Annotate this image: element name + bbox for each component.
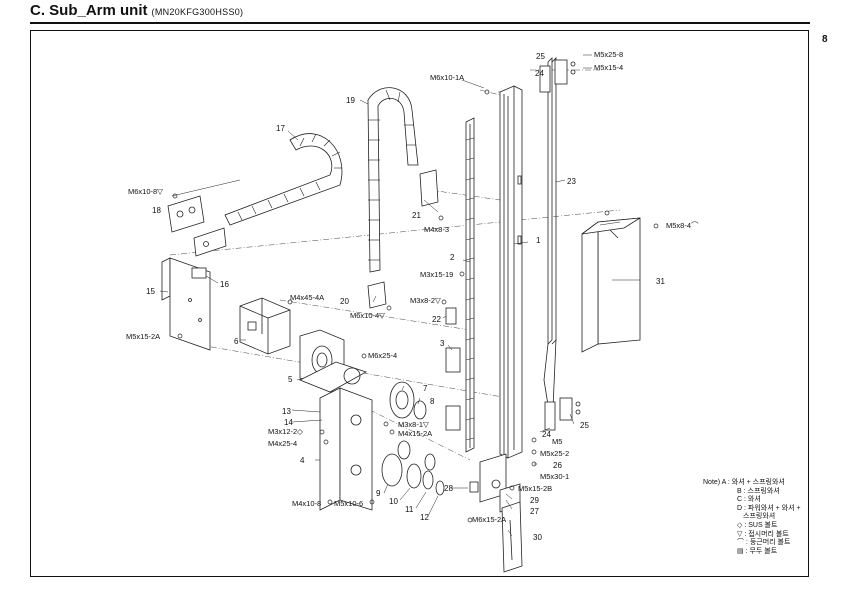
part-label-24-bottom: 24 bbox=[542, 430, 551, 439]
model-number: (MN20KFG300HSS0) bbox=[151, 7, 244, 17]
timing-belt bbox=[543, 57, 557, 431]
part-label-4: 4 bbox=[300, 456, 305, 465]
bolt-label-m5x30-1: M5x30-1 bbox=[540, 472, 569, 481]
bolt-label-m5x15-4: M5x15-4 bbox=[594, 63, 623, 72]
chain-link-bracket bbox=[193, 227, 227, 257]
main-arm-beam bbox=[499, 85, 523, 459]
part-label-20: 20 bbox=[340, 297, 349, 306]
part-label-28: 28 bbox=[444, 484, 453, 493]
note-line-d: D : 파워와셔 + 와셔 + bbox=[737, 504, 801, 512]
bolt-label-m3x12-2: M3x12-2◇ bbox=[268, 427, 303, 436]
part-label-5: 5 bbox=[288, 375, 293, 384]
note-line-c: C : 와셔 bbox=[737, 496, 761, 504]
part-label-21: 21 bbox=[412, 211, 421, 220]
part-label-31: 31 bbox=[656, 277, 665, 286]
bottom-belt-clamp bbox=[544, 397, 581, 431]
note-round-head-bolt: ⌒ : 둥근머리 볼트 bbox=[737, 539, 791, 547]
part-label-3: 3 bbox=[440, 339, 445, 348]
part-label-14: 14 bbox=[284, 418, 293, 427]
part-label-10: 10 bbox=[389, 497, 398, 506]
part-label-11: 11 bbox=[405, 505, 414, 514]
note-line-d2: 스프링와셔 bbox=[743, 513, 776, 521]
part-label-7: 7 bbox=[423, 384, 428, 393]
bolt-label-m4x15-2a: M4x15-2A bbox=[398, 429, 432, 438]
part-label-25-top: 25 bbox=[536, 52, 545, 61]
part-label-27: 27 bbox=[530, 507, 539, 516]
pulley bbox=[389, 381, 427, 420]
bolt-label-m6x10-1a: M6x10-1A bbox=[430, 73, 464, 82]
part-label-1: 1 bbox=[536, 236, 541, 245]
note-sus-bolt: ◇ : SUS 볼트 bbox=[737, 521, 778, 529]
end-effector bbox=[479, 453, 523, 573]
bolt-label-m5x10-6: M5x10-6 bbox=[334, 499, 363, 508]
bolt-label-m5x25-8: M5x25-8 bbox=[594, 50, 623, 59]
bolt-label-m6x25-4: M6x25-4 bbox=[368, 351, 397, 360]
base-plate bbox=[299, 361, 373, 511]
part-label-6: 6 bbox=[234, 337, 239, 346]
part-label-13: 13 bbox=[282, 407, 291, 416]
part-label-17: 17 bbox=[276, 124, 285, 133]
part-label-15: 15 bbox=[146, 287, 155, 296]
chain-end-bracket-18 bbox=[167, 195, 205, 233]
lm-rail bbox=[465, 117, 475, 453]
part-label-25-bottom: 25 bbox=[580, 421, 589, 430]
bracket-22 bbox=[445, 307, 457, 325]
part-label-18: 18 bbox=[152, 206, 161, 215]
part-label-19: 19 bbox=[346, 96, 355, 105]
part-label-2: 2 bbox=[450, 253, 455, 262]
bolt-label-m5x25-2: M5x25-2 bbox=[540, 449, 569, 458]
bolt-label-m6x10-8: M6x10-8▽ bbox=[128, 187, 163, 196]
part-label-26: 26 bbox=[553, 461, 562, 470]
part-label-9: 9 bbox=[376, 489, 381, 498]
bolt-label-m5x15-2a: M5x15-2A bbox=[126, 332, 160, 341]
part-label-16: 16 bbox=[220, 280, 229, 289]
bolt-label-m4x10-8: M4x10-8 bbox=[292, 499, 321, 508]
cable-chain-right bbox=[367, 87, 419, 273]
part-label-30: 30 bbox=[533, 533, 542, 542]
part-label-29: 29 bbox=[530, 496, 539, 505]
section-title: C. Sub_Arm unit bbox=[30, 2, 148, 19]
part-label-22: 22 bbox=[432, 315, 441, 324]
drawing-frame bbox=[30, 30, 809, 577]
leader-lines bbox=[159, 54, 640, 537]
note-line-b: B : 스프링와셔 bbox=[737, 487, 780, 495]
bolt-label-m5: M5 bbox=[552, 437, 562, 446]
legend-notes: Note) A : 와셔 + 스프링와셔 B : 스프링와셔 C : 와셔 D … bbox=[703, 479, 801, 556]
part-number-labels: 1 2 3 4 5 6 7 8 9 10 11 12 13 14 15 16 1… bbox=[146, 52, 665, 542]
bolt-marks bbox=[172, 89, 659, 523]
bolt-label-m6x15-2a: M6x15-2A bbox=[472, 515, 506, 524]
spacer-28 bbox=[469, 481, 479, 493]
bracket-21 bbox=[419, 169, 439, 207]
bolt-label-m4x45-4a: M4x45-4A bbox=[290, 293, 324, 302]
part-label-8: 8 bbox=[430, 397, 435, 406]
page-number: 8 bbox=[822, 34, 828, 45]
part-label-12: 12 bbox=[420, 513, 429, 522]
servo-motor bbox=[239, 297, 291, 355]
cable-chain-left bbox=[224, 133, 343, 226]
bolt-label-m3x8-2: M3x8-2▽ bbox=[410, 296, 441, 305]
bolt-label-m3x15-19: M3x15-19 bbox=[420, 270, 453, 279]
bracket-15 bbox=[161, 257, 211, 351]
note-countersunk-bolt: ▽ : 접시머리 볼트 bbox=[737, 530, 789, 538]
part-label-23: 23 bbox=[567, 177, 576, 186]
title-underline bbox=[30, 22, 810, 24]
page-title: C. Sub_Arm unit(MN20KFG300HSS0) bbox=[30, 2, 243, 19]
bolt-label-m3x8-1: M3x8-1▽ bbox=[398, 420, 429, 429]
bolt-label-m4x25-4: M4x25-4 bbox=[268, 439, 297, 448]
top-belt-clamp bbox=[539, 59, 576, 93]
bolt-spec-labels: M5x25-8 M5x15-4 M6x10-1A M6x10-8▽ M4x8-3… bbox=[126, 50, 699, 524]
side-cover bbox=[581, 217, 641, 353]
lm-blocks bbox=[445, 347, 461, 431]
idler-stack bbox=[381, 440, 445, 496]
bolt-label-m5x8-4: M5x8-4⌒ bbox=[666, 221, 699, 230]
part-label-24-top: 24 bbox=[535, 69, 544, 78]
bolt-label-m5x15-2b: M5x15-2B bbox=[518, 484, 552, 493]
bracket-20 bbox=[367, 281, 387, 309]
bolt-label-m6x10-4: M6x10-4▽ bbox=[350, 311, 385, 320]
bolt-label-m4x8-3: M4x8-3 bbox=[424, 225, 449, 234]
note-line-a: Note) A : 와셔 + 스프링와셔 bbox=[703, 479, 785, 486]
clamp-16 bbox=[191, 267, 207, 279]
note-headless-bolt: ▤ : 무두 볼트 bbox=[737, 547, 778, 555]
